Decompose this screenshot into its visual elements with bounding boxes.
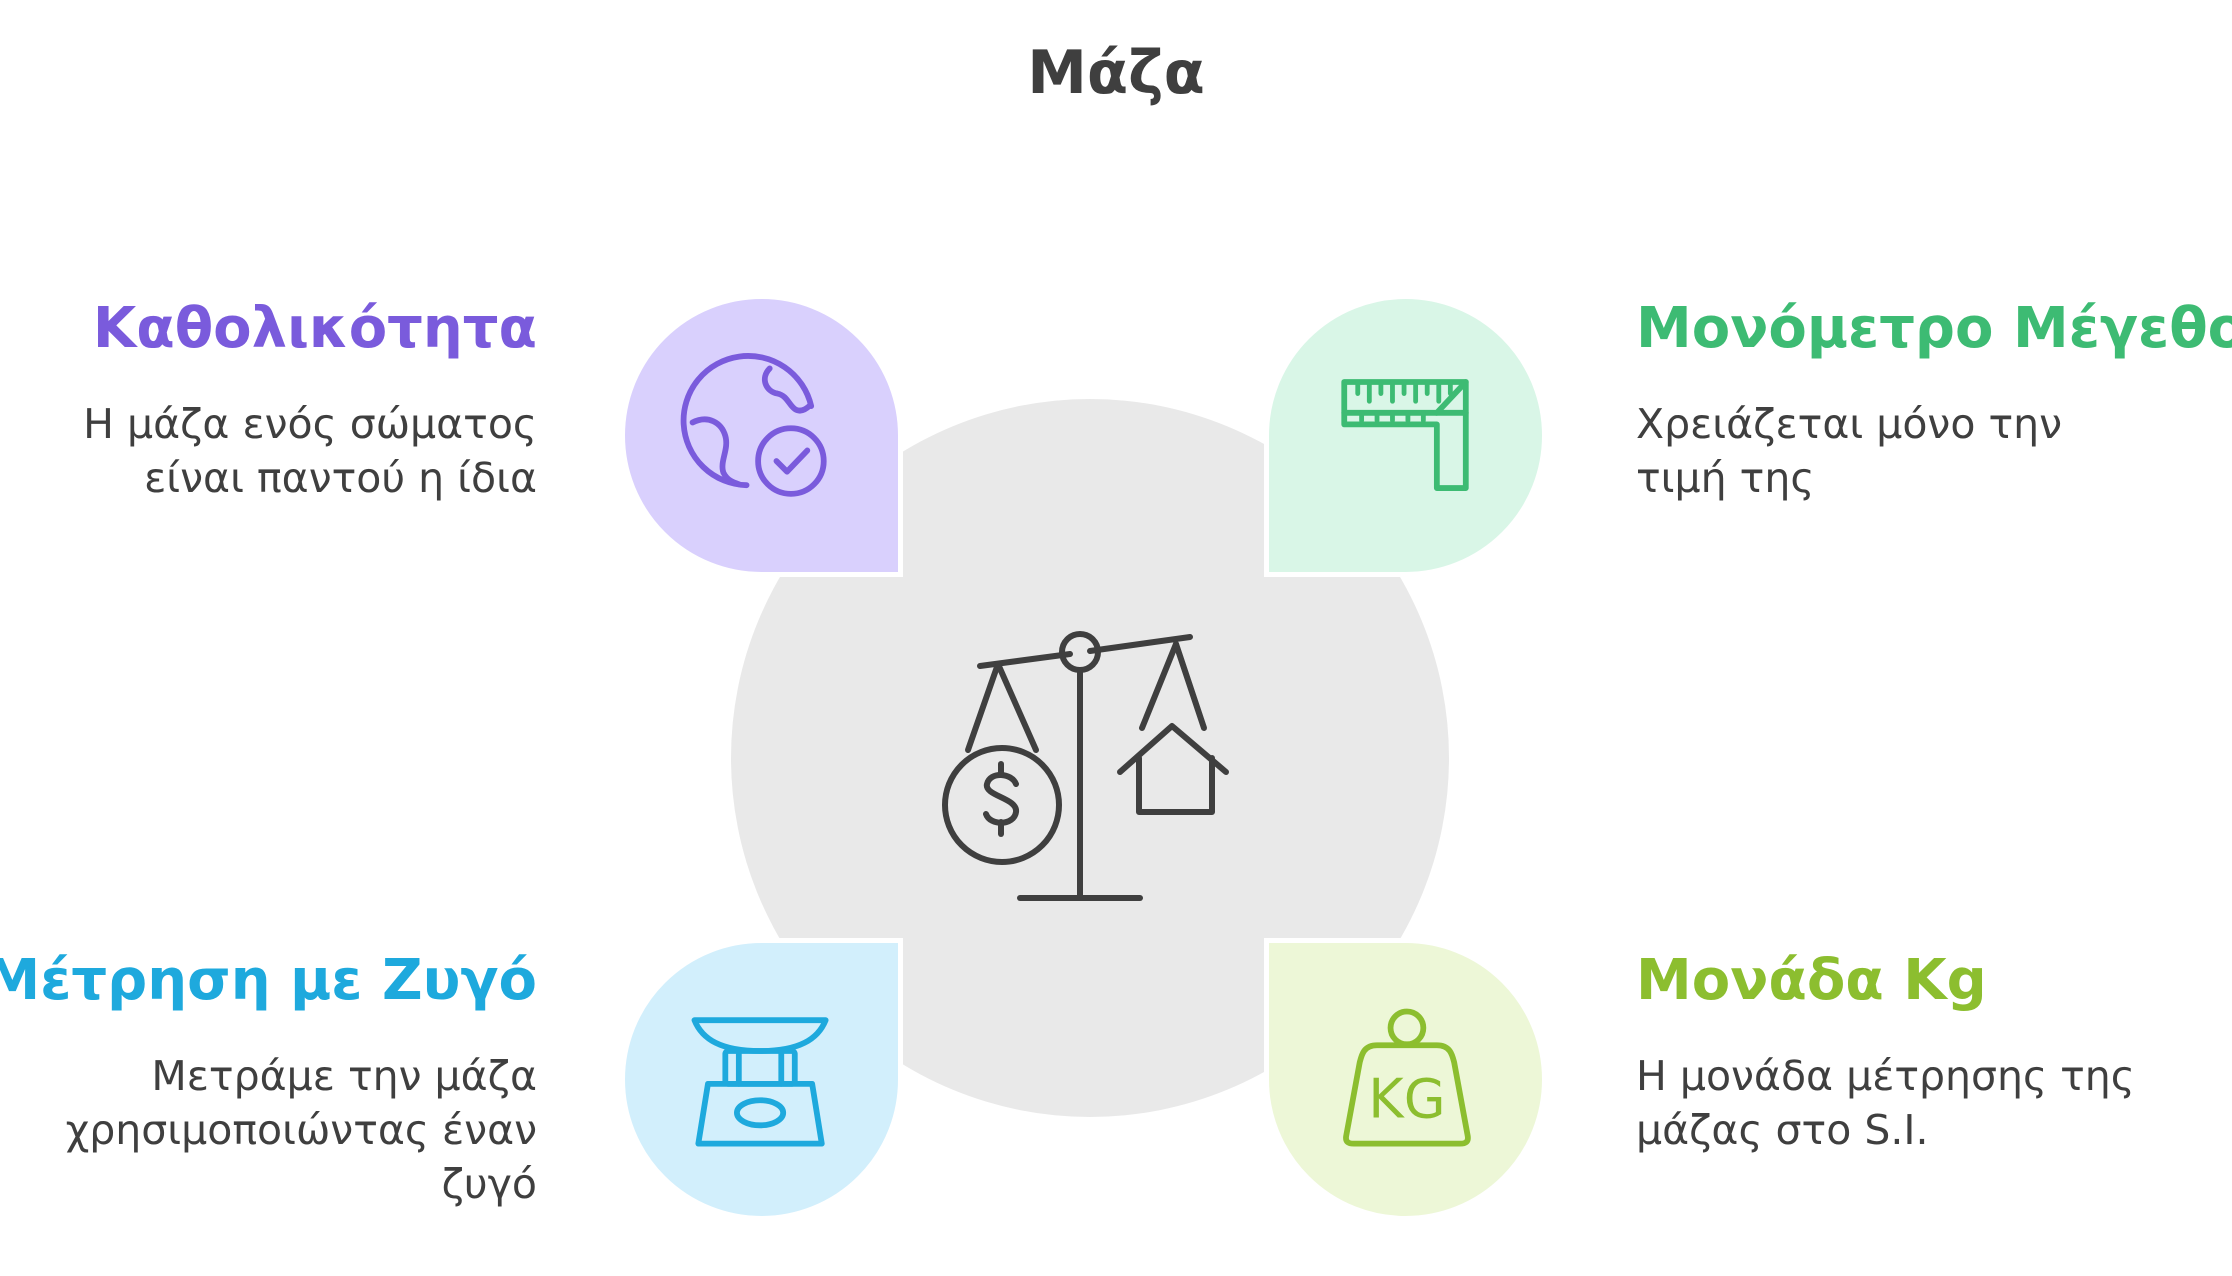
description-scalar-line-1: Χρειάζεται μόνο την xyxy=(1636,400,2063,448)
diagram-title: Μάζα xyxy=(1027,38,1205,108)
petal-measurement xyxy=(620,938,903,1221)
balance-scale-icon xyxy=(942,631,1229,901)
petal-unit: KG xyxy=(1264,938,1547,1221)
heading-measurement: Μέτρηση με Ζυγό xyxy=(0,948,537,1013)
description-unit: Η μονάδα μέτρησης της μάζας στο S.I. xyxy=(1636,1049,2135,1157)
heading-scalar: Μονόμετρο Μέγεθος xyxy=(1636,296,2232,361)
block-measurement: Μέτρηση με Ζυγό Μετράμε την μάζα χρησιμο… xyxy=(0,948,537,1211)
heading-universality: Καθολικότητα xyxy=(92,296,537,361)
description-unit-line-2: μάζας στο S.I. xyxy=(1636,1106,1929,1154)
petal-scalar xyxy=(1264,294,1547,577)
description-scalar-line-2: τιμή της xyxy=(1636,454,1815,502)
weighing-scale-icon xyxy=(691,1017,829,1147)
ruler-icon xyxy=(1341,379,1469,491)
description-universality-line-1: Η μάζα ενός σώματος xyxy=(83,400,537,448)
description-measurement-line-1: Μετράμε την μάζα xyxy=(151,1052,537,1100)
heading-unit: Μονάδα Kg xyxy=(1636,948,1987,1013)
description-measurement: Μετράμε την μάζα χρησιμοποιώντας έναν ζυ… xyxy=(0,1049,537,1211)
block-scalar: Μονόμετρο Μέγεθος Χρειάζεται μόνο την τι… xyxy=(1636,296,2232,505)
kg-weight-icon: KG xyxy=(1343,1008,1471,1147)
description-unit-line-1: Η μονάδα μέτρησης της xyxy=(1636,1052,2135,1100)
block-unit: Μονάδα Kg Η μονάδα μέτρησης της μάζας στ… xyxy=(1636,948,2135,1157)
petal-universality xyxy=(620,294,903,577)
description-measurement-line-3: ζυγό xyxy=(441,1160,537,1208)
description-scalar: Χρειάζεται μόνο την τιμή της xyxy=(1636,397,2232,505)
globe-check-icon xyxy=(680,353,827,497)
description-measurement-line-2: χρησιμοποιώντας έναν xyxy=(65,1106,537,1154)
block-universality: Καθολικότητα Η μάζα ενός σώματος είναι π… xyxy=(83,296,537,505)
description-universality-line-2: είναι παντού η ίδια xyxy=(144,454,537,502)
kg-icon-text: KG xyxy=(1368,1068,1445,1131)
description-universality: Η μάζα ενός σώματος είναι παντού η ίδια xyxy=(83,397,537,505)
